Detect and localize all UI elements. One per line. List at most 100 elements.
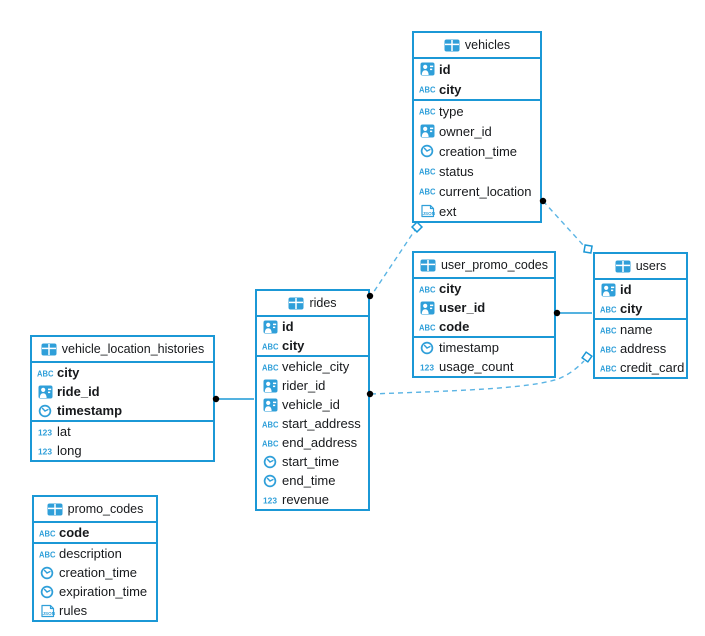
field-row[interactable]: ABC code bbox=[34, 523, 156, 542]
table-rides[interactable]: rides id ABC city ABC vehicle_city rider… bbox=[255, 289, 370, 511]
person-icon bbox=[261, 398, 279, 412]
field-name: id bbox=[282, 319, 294, 334]
table-icon bbox=[41, 343, 57, 356]
table-promo-codes[interactable]: promo_codes ABC code ABC description cre… bbox=[32, 495, 158, 622]
relationship-diamond-vehicles-end bbox=[410, 220, 424, 234]
field-name: address bbox=[620, 341, 667, 356]
field-name: vehicle_id bbox=[282, 397, 340, 412]
svg-text:ABC: ABC bbox=[419, 322, 436, 332]
field-row[interactable]: ABC current_location bbox=[414, 181, 540, 201]
svg-text:ABC: ABC bbox=[37, 368, 54, 378]
text-abc-icon: ABC bbox=[261, 437, 279, 449]
text-abc-icon: ABC bbox=[418, 105, 436, 117]
field-row[interactable]: ABC vehicle_city bbox=[257, 357, 368, 376]
field-row[interactable]: JSON ext bbox=[414, 201, 540, 221]
field-row[interactable]: ABC city bbox=[32, 363, 213, 382]
field-name: city bbox=[620, 301, 643, 316]
table-vehicle-location-histories[interactable]: vehicle_location_histories ABC city ride… bbox=[30, 335, 215, 462]
field-row[interactable]: id bbox=[257, 317, 368, 336]
table-title: promo_codes bbox=[67, 502, 144, 516]
field-name: end_address bbox=[282, 435, 358, 450]
field-name: usage_count bbox=[439, 359, 514, 374]
svg-text:ABC: ABC bbox=[419, 284, 436, 294]
columns-section: ABC name ABC address ABC credit_card bbox=[595, 320, 686, 377]
columns-section: ABC vehicle_city rider_id vehicle_id ABC… bbox=[257, 357, 368, 509]
field-name: start_time bbox=[282, 454, 340, 469]
field-row[interactable]: ABC status bbox=[414, 161, 540, 181]
field-row[interactable]: ABC credit_card bbox=[595, 358, 686, 377]
field-row[interactable]: creation_time bbox=[34, 563, 156, 582]
field-row[interactable]: ABC city bbox=[257, 336, 368, 355]
primary-key-section: id ABC city bbox=[595, 280, 686, 320]
field-row[interactable]: ABC code bbox=[414, 317, 554, 336]
primary-key-section: ABC city user_id ABC code bbox=[414, 279, 554, 338]
table-vehicle-location-histories-header: vehicle_location_histories bbox=[32, 337, 213, 363]
field-name: lat bbox=[57, 424, 71, 439]
field-row[interactable]: ABC city bbox=[595, 299, 686, 318]
primary-key-section: id ABC city bbox=[257, 317, 368, 357]
field-row[interactable]: expiration_time bbox=[34, 582, 156, 601]
field-row[interactable]: rider_id bbox=[257, 376, 368, 395]
field-name: end_time bbox=[282, 473, 336, 488]
table-user-promo-codes-header: user_promo_codes bbox=[414, 253, 554, 279]
field-row[interactable]: start_time bbox=[257, 452, 368, 471]
svg-text:ABC: ABC bbox=[262, 419, 279, 429]
table-vehicles[interactable]: vehicles id ABC city ABC type owner_id bbox=[412, 31, 542, 223]
table-icon bbox=[615, 260, 631, 273]
field-row[interactable]: ABC start_address bbox=[257, 414, 368, 433]
field-row[interactable]: id bbox=[414, 59, 540, 79]
field-row[interactable]: ABC end_address bbox=[257, 433, 368, 452]
table-rides-header: rides bbox=[257, 291, 368, 317]
field-name: current_location bbox=[439, 183, 532, 199]
field-name: user_id bbox=[439, 300, 486, 315]
svg-text:JSON: JSON bbox=[422, 211, 435, 216]
svg-text:123: 123 bbox=[263, 495, 277, 505]
person-icon bbox=[599, 283, 617, 297]
field-row[interactable]: ABC city bbox=[414, 279, 554, 298]
svg-text:ABC: ABC bbox=[600, 363, 617, 373]
field-row[interactable]: ABC type bbox=[414, 101, 540, 121]
field-row[interactable]: ride_id bbox=[32, 382, 213, 401]
field-name: ride_id bbox=[57, 384, 100, 399]
columns-section: ABC type owner_id creation_time ABC stat… bbox=[414, 101, 540, 221]
field-row[interactable]: JSON rules bbox=[34, 601, 156, 620]
field-row[interactable]: ABC city bbox=[414, 79, 540, 99]
field-row[interactable]: vehicle_id bbox=[257, 395, 368, 414]
field-row[interactable]: end_time bbox=[257, 471, 368, 490]
table-users[interactable]: users id ABC city ABC name ABC address A… bbox=[593, 252, 688, 379]
field-row[interactable]: ABC description bbox=[34, 544, 156, 563]
text-abc-icon: ABC bbox=[599, 362, 617, 374]
field-row[interactable]: 123 lat bbox=[32, 422, 213, 441]
relationship-diamond-users-end bbox=[583, 244, 593, 254]
field-name: long bbox=[57, 443, 82, 458]
field-row[interactable]: 123 long bbox=[32, 441, 213, 460]
svg-text:ABC: ABC bbox=[419, 85, 436, 95]
field-name: start_address bbox=[282, 416, 361, 431]
field-row[interactable]: timestamp bbox=[414, 338, 554, 357]
svg-text:ABC: ABC bbox=[600, 304, 617, 314]
table-icon bbox=[444, 39, 460, 52]
svg-text:123: 123 bbox=[38, 446, 52, 456]
field-row[interactable]: 123 usage_count bbox=[414, 357, 554, 376]
table-icon bbox=[47, 503, 63, 516]
table-title: user_promo_codes bbox=[440, 258, 548, 272]
field-row[interactable]: creation_time bbox=[414, 141, 540, 161]
field-row[interactable]: timestamp bbox=[32, 401, 213, 420]
field-name: revenue bbox=[282, 492, 329, 507]
text-abc-icon: ABC bbox=[418, 83, 436, 95]
json-icon: JSON bbox=[418, 204, 436, 218]
svg-text:JSON: JSON bbox=[42, 611, 55, 616]
text-abc-icon: ABC bbox=[38, 548, 56, 560]
number-123-icon: 123 bbox=[36, 426, 54, 438]
table-user-promo-codes[interactable]: user_promo_codes ABC city user_id ABC co… bbox=[412, 251, 556, 378]
field-row[interactable]: id bbox=[595, 280, 686, 299]
field-row[interactable]: ABC address bbox=[595, 339, 686, 358]
field-name: id bbox=[620, 282, 632, 297]
text-abc-icon: ABC bbox=[36, 367, 54, 379]
field-row[interactable]: ABC name bbox=[595, 320, 686, 339]
field-row[interactable]: 123 revenue bbox=[257, 490, 368, 509]
text-abc-icon: ABC bbox=[261, 361, 279, 373]
field-row[interactable]: owner_id bbox=[414, 121, 540, 141]
field-name: creation_time bbox=[439, 143, 518, 159]
field-row[interactable]: user_id bbox=[414, 298, 554, 317]
